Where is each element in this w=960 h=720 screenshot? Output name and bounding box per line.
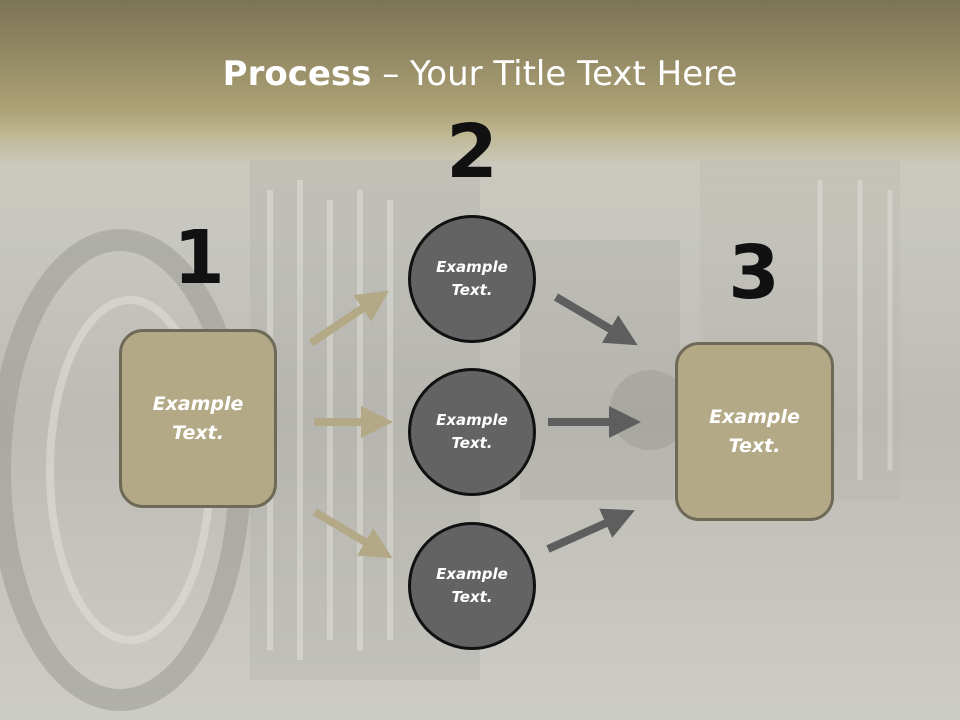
arrow-top-to-3 <box>553 293 638 346</box>
step2-circle-bottom-text: Example Text. <box>436 565 508 606</box>
step2-circle-middle-text: Example Text. <box>436 411 508 452</box>
title-rest: Your Title Text Here <box>410 54 738 94</box>
step2-circle-middle: Example Text. <box>408 368 536 496</box>
step3-box: Example Text. <box>675 342 834 521</box>
step-number-2: 2 <box>446 109 498 195</box>
step1-box: Example Text. <box>119 329 277 508</box>
title-separator: – <box>382 54 400 94</box>
step2-circle-bottom: Example Text. <box>408 522 536 650</box>
step2-circle-top-text: Example Text. <box>436 258 508 299</box>
arrow-1-to-top <box>308 290 389 347</box>
step1-text: Example Text. <box>152 392 244 444</box>
step3-text: Example Text. <box>709 405 800 457</box>
title-bold: Process <box>222 54 372 94</box>
arrow-bottom-to-3 <box>546 508 635 553</box>
step-number-3: 3 <box>728 230 780 316</box>
step-number-1: 1 <box>173 215 225 301</box>
step2-circle-top: Example Text. <box>408 215 536 343</box>
arrow-1-to-bottom <box>312 508 393 559</box>
slide-title: Process – Your Title Text Here <box>0 52 960 96</box>
